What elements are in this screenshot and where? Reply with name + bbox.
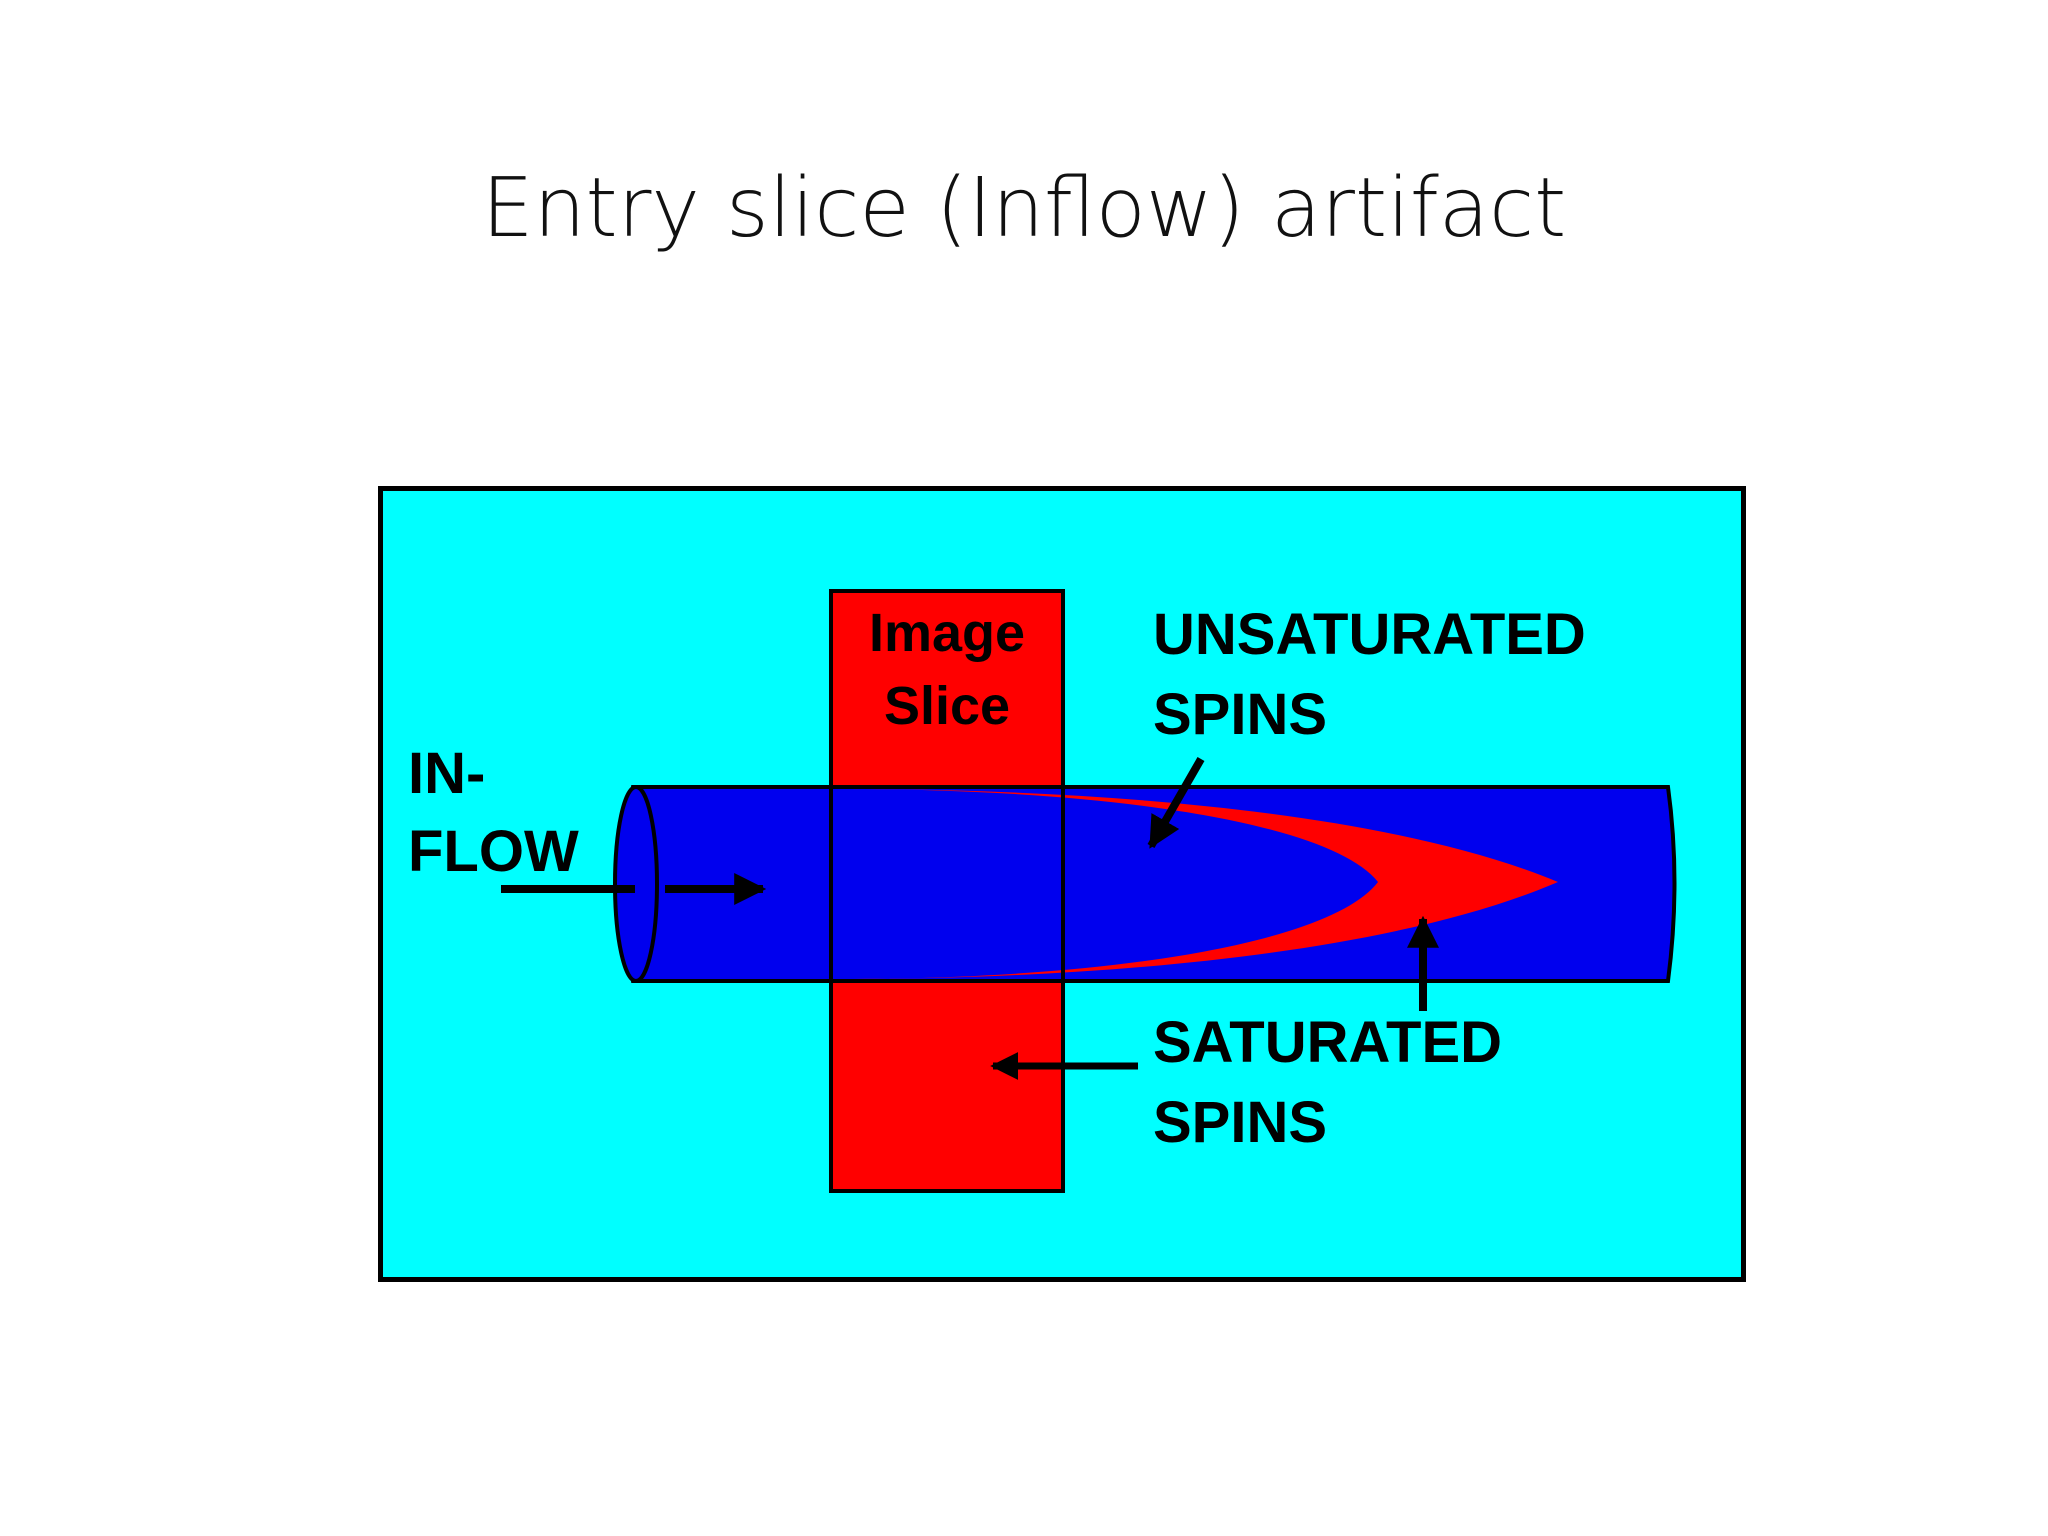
slice-outline [829, 785, 1065, 983]
unsaturated-spins-arrow [1147, 757, 1205, 849]
saturated-spins-region [841, 789, 1558, 979]
inflow-label: IN- FLOW [408, 741, 579, 884]
inflow-artifact-diagram: Image Slice IN- FLOW UNSATURATED SPINS S… [378, 486, 1746, 1282]
saturated-spins-label: SATURATED SPINS [1153, 1010, 1503, 1155]
image-slice-label: Image Slice [868, 603, 1026, 736]
unsaturated-spins-label: UNSATURATED SPINS [1153, 602, 1586, 747]
vessel-entrance [613, 785, 659, 983]
slide-title: Entry slice (Inflow) artifact [481, 161, 1567, 256]
